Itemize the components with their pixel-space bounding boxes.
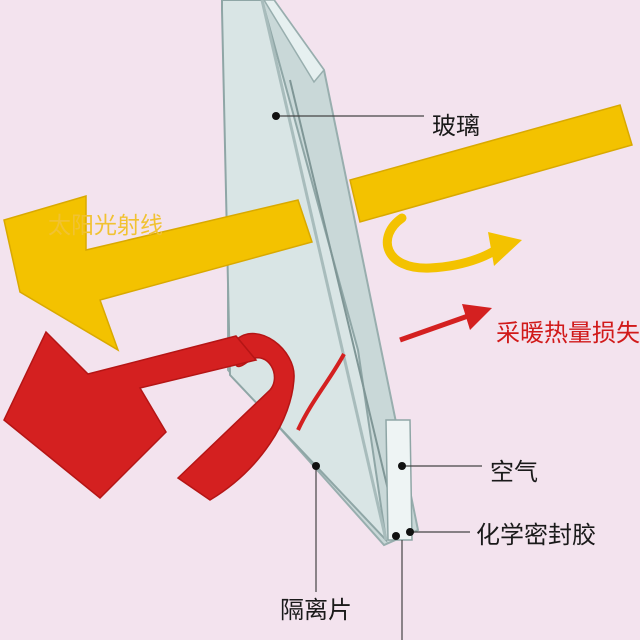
glass-label: 玻璃: [432, 112, 480, 140]
sunlight-arrow-out: [3, 194, 313, 352]
heat-loss-arrow-exit: [399, 313, 469, 343]
spacer-strip: [385, 419, 413, 541]
air-label: 空气: [490, 458, 538, 486]
dot-spacer: [312, 462, 320, 470]
heat-loss-tail: [296, 353, 346, 431]
sealant-label: 化学密封胶: [476, 521, 596, 549]
sunlight-reflect-curl: [382, 213, 503, 273]
back-glass-edge: [263, 0, 325, 84]
glass-edge-line-inner: [289, 79, 401, 541]
sunlight-arrow-entry: [349, 104, 633, 223]
dot-sealant-2: [406, 528, 414, 536]
glass-edge-line: [260, 0, 388, 541]
heat-loss-arrow-exit-head: [462, 304, 492, 330]
heat-loss-arrow-curl: [176, 332, 295, 501]
dot-sealant-1: [392, 532, 400, 540]
heat-loss-arrow-body: [3, 330, 258, 500]
dot-glass: [272, 112, 280, 120]
sunlight-reflect-head: [488, 232, 522, 266]
dot-air: [398, 462, 406, 470]
spacer-label: 隔离片: [280, 596, 352, 624]
sunlight-label: 太阳光射线: [48, 213, 163, 239]
heat-loss-label: 采暖热量损失: [496, 319, 640, 347]
